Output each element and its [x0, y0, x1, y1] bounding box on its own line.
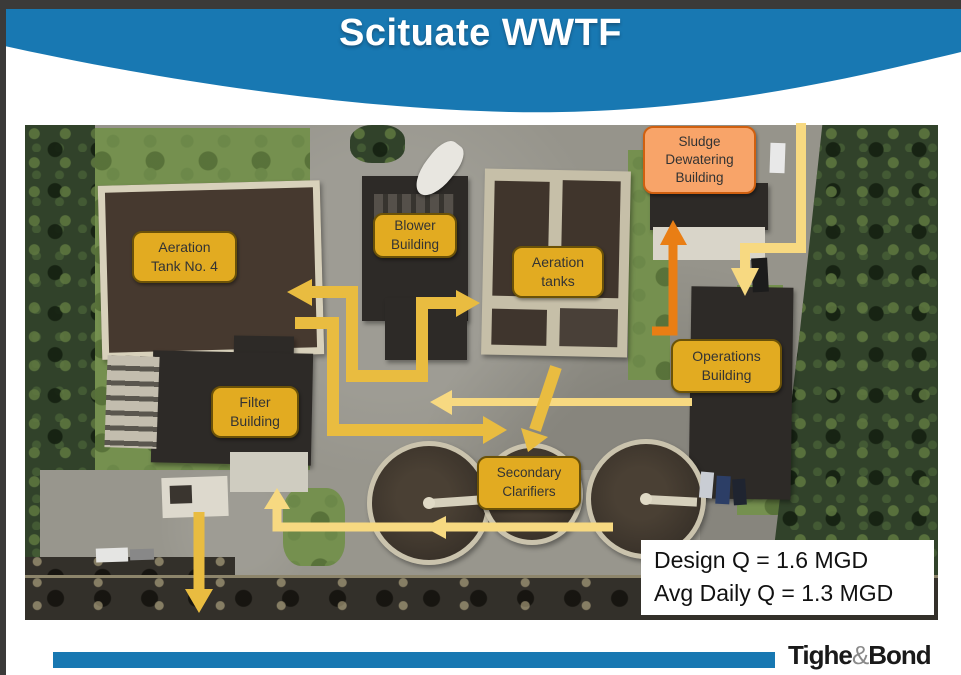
car-boat-ramp: [95, 547, 129, 563]
header-banner: [0, 8, 961, 113]
blower-annex-building: [385, 298, 467, 360]
boat-trailer: [129, 548, 155, 561]
label-aeration-tank-4: Aeration Tank No. 4: [132, 231, 237, 283]
logo-bond: Bond: [868, 640, 931, 670]
clarifier-east-bridge: [645, 495, 697, 507]
sludge-dewatering-front: [653, 227, 765, 260]
label-filter-building: Filter Building: [211, 386, 299, 438]
footer-bar: [53, 652, 775, 668]
car-ops-2: [715, 475, 731, 505]
clarifier-east: [586, 439, 706, 559]
tree-clump-top: [350, 125, 405, 163]
aeration-cell-se: [559, 308, 619, 348]
label-aeration-tanks: Aeration tanks: [512, 246, 604, 298]
clarifier-west-hub: [423, 497, 435, 509]
pump-building-door: [169, 485, 193, 504]
clarifier-east-hub: [640, 493, 652, 505]
car-dark-north: [751, 257, 769, 293]
filter-building-south-wing: [230, 452, 308, 492]
avg-daily-flow-text: Avg Daily Q = 1.3 MGD: [654, 580, 894, 606]
car-ops-1: [698, 471, 715, 499]
label-sludge-dewatering-building: Sludge Dewatering Building: [643, 126, 756, 194]
grass-patch-clarifiers: [283, 488, 345, 566]
design-flow-text: Design Q = 1.6 MGD: [654, 547, 869, 573]
label-operations-building: Operations Building: [671, 339, 782, 393]
car-ops-3: [732, 478, 747, 506]
slide-top-border: [0, 0, 961, 9]
header-curve-shape: [0, 8, 961, 113]
label-blower-building: Blower Building: [373, 213, 457, 258]
page-title: Scituate WWTF: [338, 12, 623, 54]
logo-ampersand: &: [851, 640, 869, 670]
clarifier-west: [367, 441, 491, 565]
flow-stats-box: Design Q = 1.6 MGD Avg Daily Q = 1.3 MGD: [641, 540, 934, 615]
shoreline-pump-building: [161, 475, 229, 519]
logo-tighe: Tighe: [788, 640, 853, 670]
slide-left-border: [0, 0, 6, 675]
aerial-photo: [25, 125, 938, 620]
operations-building-roof: [688, 286, 794, 500]
clarifier-west-bridge: [428, 495, 482, 508]
car-white-north: [769, 142, 786, 174]
sand-filter-beds: [104, 355, 160, 449]
aeration-cell-sw: [491, 308, 548, 346]
label-secondary-clarifiers: Secondary Clarifiers: [477, 456, 581, 510]
company-logo: Tighe&Bond: [788, 640, 948, 671]
